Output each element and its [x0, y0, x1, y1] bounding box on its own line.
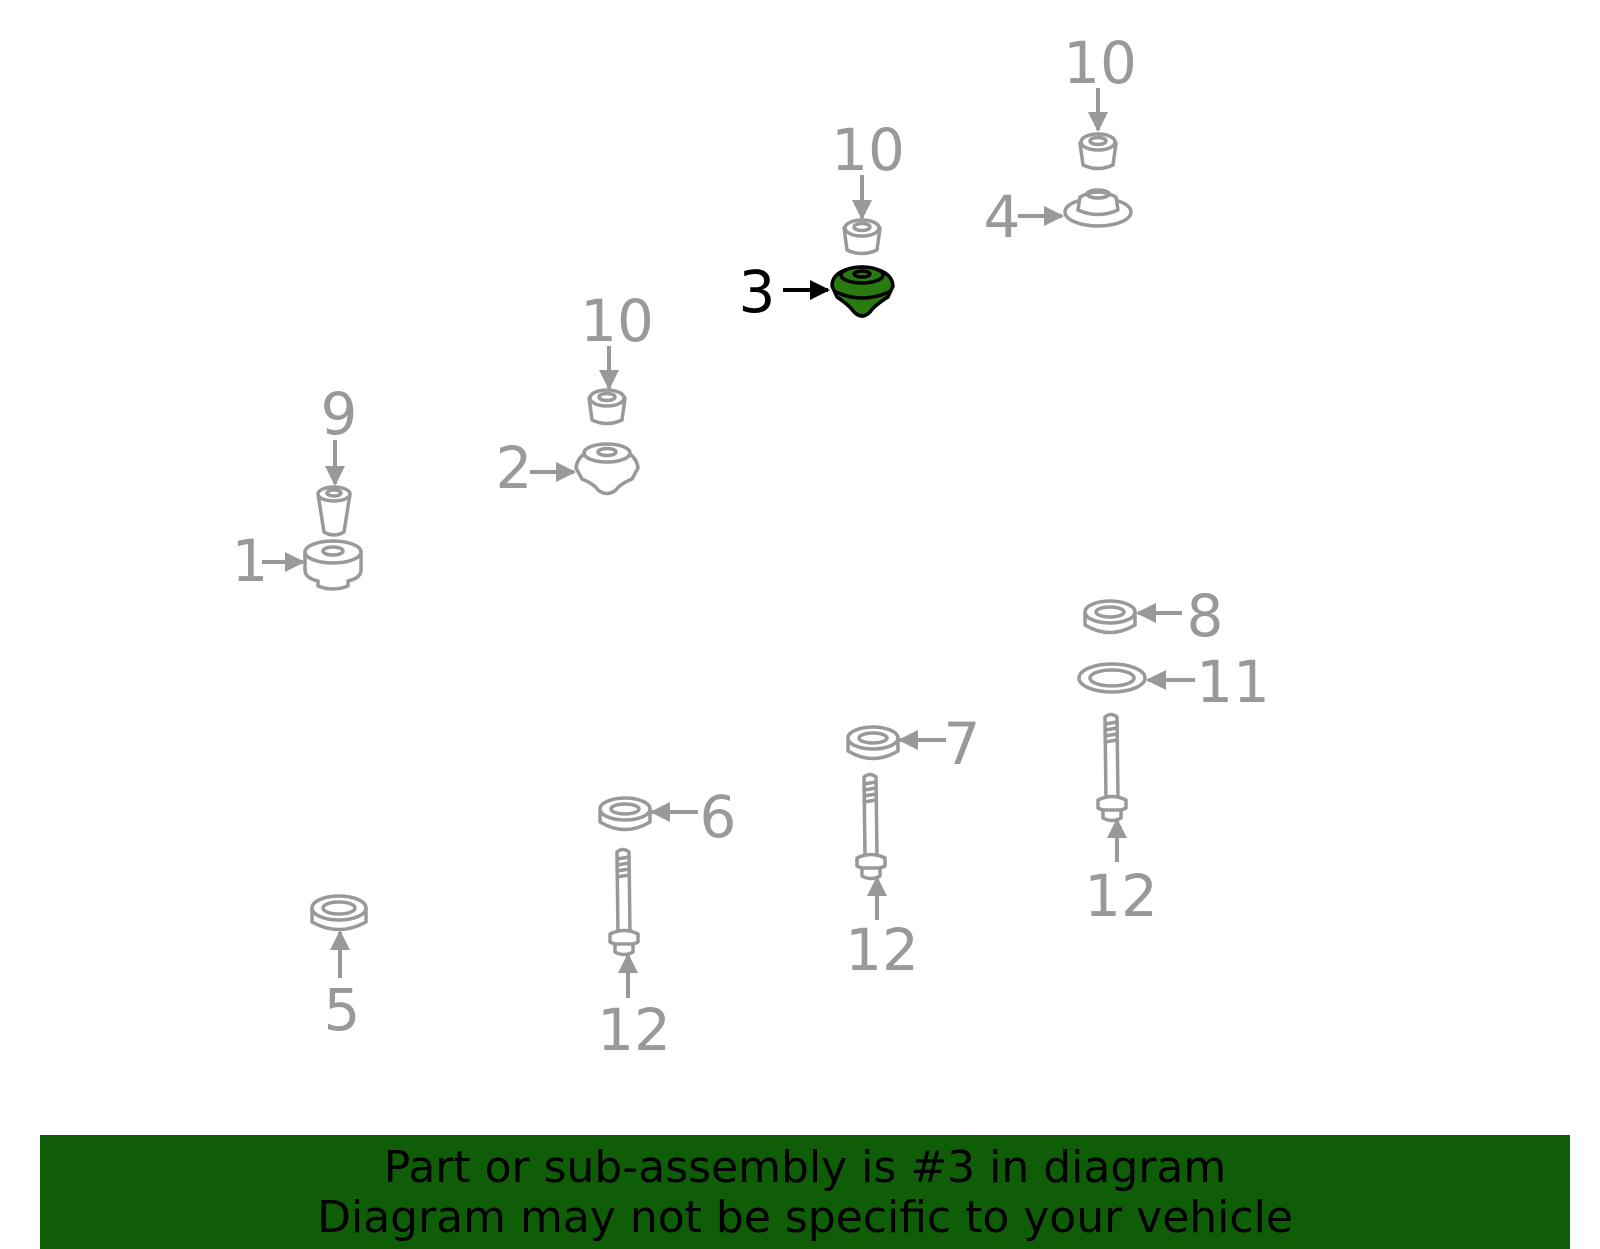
- callout-12-center: 12: [845, 916, 919, 984]
- part-12-bolt-right[interactable]: [1096, 712, 1128, 823]
- part-2-mount[interactable]: [574, 442, 640, 496]
- callout-10-top-right: 10: [1063, 29, 1137, 97]
- part-1-mount[interactable]: [303, 539, 363, 591]
- part-8-washer[interactable]: [1083, 599, 1137, 635]
- callout-5: 5: [324, 976, 361, 1044]
- part-5-washer[interactable]: [310, 894, 368, 932]
- part-12-bolt-center[interactable]: [855, 772, 887, 881]
- part-3-mount-highlighted[interactable]: [830, 265, 895, 318]
- banner-line-1: Part or sub-assembly is #3 in diagram: [383, 1142, 1227, 1193]
- callout-6: 6: [700, 783, 737, 851]
- callout-3: 3: [739, 258, 776, 326]
- banner-line-2: Diagram may not be specific to your vehi…: [317, 1192, 1293, 1243]
- part-11-flat-washer[interactable]: [1077, 662, 1147, 694]
- callout-10-left: 10: [580, 287, 654, 355]
- callout-8: 8: [1187, 582, 1224, 650]
- callout-7: 7: [944, 710, 981, 778]
- callout-12-left: 12: [597, 996, 671, 1064]
- callout-2: 2: [496, 434, 533, 502]
- callout-12-right: 12: [1084, 862, 1158, 930]
- callout-9: 9: [321, 380, 358, 448]
- part-12-bolt-left[interactable]: [608, 847, 640, 957]
- part-10-sleeve-left[interactable]: [587, 388, 627, 426]
- part-7-washer[interactable]: [846, 725, 900, 761]
- part-4-mount[interactable]: [1063, 188, 1133, 228]
- callout-1: 1: [232, 527, 269, 595]
- part-6-washer[interactable]: [598, 796, 652, 832]
- part-10-sleeve-center[interactable]: [842, 218, 882, 256]
- callout-4: 4: [984, 183, 1021, 251]
- info-banner: Part or sub-assembly is #3 in diagram Di…: [40, 1135, 1570, 1249]
- callout-10-center: 10: [831, 116, 905, 184]
- part-9-spacer[interactable]: [316, 485, 352, 537]
- part-10-sleeve-top-right[interactable]: [1078, 132, 1118, 171]
- callout-11: 11: [1196, 648, 1270, 716]
